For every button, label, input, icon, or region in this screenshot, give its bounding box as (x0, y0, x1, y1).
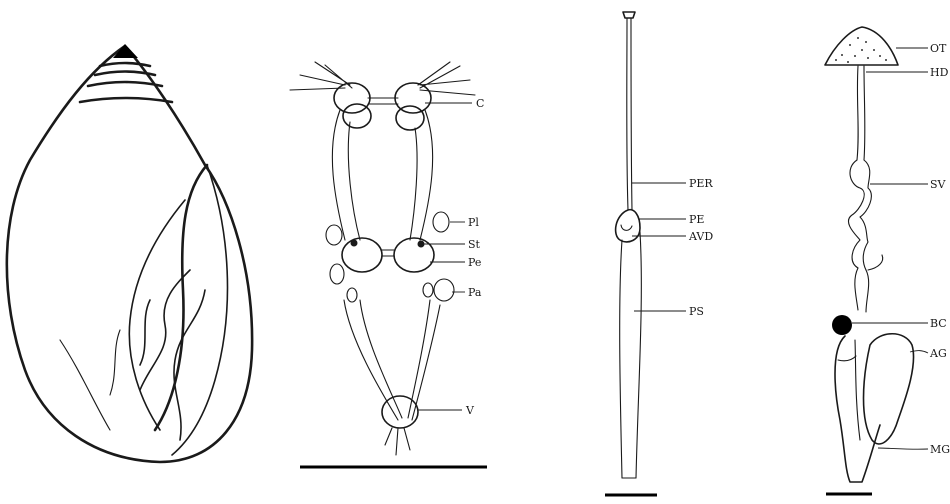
label-v: V (465, 404, 475, 417)
label-avd: AVD (688, 230, 713, 243)
label-sv: SV (930, 178, 947, 191)
label-pe-ganglion: Pe (468, 256, 481, 269)
label-pe: PE (689, 213, 704, 226)
penis-complex-labels: PER PE AVD PS (688, 177, 713, 318)
label-pa: Pa (468, 286, 482, 299)
statocyst-left (351, 240, 358, 247)
shell-drawing (7, 44, 252, 462)
label-ag: AG (929, 347, 947, 360)
reproductive-system-drawing (825, 27, 928, 494)
bursa-copulatrix (832, 315, 852, 335)
albumen-gland (864, 334, 914, 444)
label-c: C (476, 97, 484, 110)
label-ot: OT (930, 42, 947, 55)
nervous-system-drawing (290, 62, 487, 467)
label-bc: BC (930, 317, 947, 330)
label-pl: Pl (468, 216, 479, 229)
label-per: PER (689, 177, 713, 190)
label-st: St (468, 238, 481, 251)
label-ps: PS (689, 305, 704, 318)
penis-complex-drawing (605, 12, 686, 495)
label-mg: MG (930, 443, 950, 456)
nervous-system-labels: C Pl St Pe Pa V (465, 97, 484, 417)
label-hd: HD (930, 66, 949, 79)
reproductive-system-labels: OT HD SV BC AG MG (929, 42, 950, 456)
